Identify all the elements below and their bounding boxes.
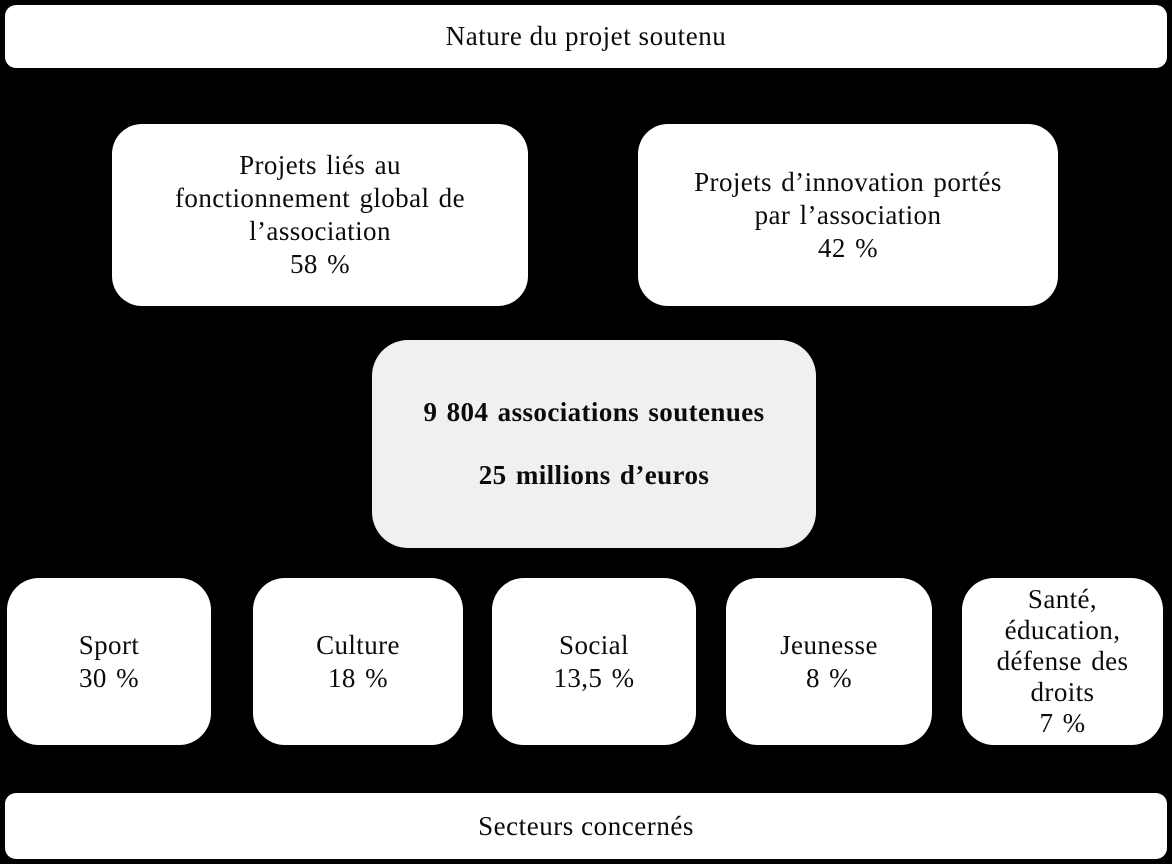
text-line: fonctionnement global de — [175, 183, 465, 213]
text-line: l’association — [249, 216, 391, 246]
header-bar: Nature du projet soutenu — [5, 5, 1167, 68]
text-line: Santé, — [1027, 584, 1098, 614]
text-line: 13,5 % — [553, 662, 635, 693]
text-line: 7 % — [1039, 708, 1086, 738]
summary-box-text: 9 804 associations soutenues 25 millions … — [372, 396, 816, 492]
text-line: 30 % — [78, 662, 140, 693]
footer-bar: Secteurs concernés — [5, 793, 1167, 859]
text-line: éducation, — [1004, 615, 1121, 645]
text-line: Sport — [78, 629, 140, 660]
text-line: défense des — [996, 646, 1129, 676]
text-line: Social — [559, 629, 629, 660]
text-line: 8 % — [805, 662, 853, 693]
text-line: Culture — [316, 629, 400, 660]
summary-box: 9 804 associations soutenues 25 millions … — [372, 340, 816, 548]
text-line: 9 804 associations soutenues — [423, 397, 765, 427]
header-title: Nature du projet soutenu — [445, 21, 727, 51]
text-line: Projets d’innovation portés — [694, 166, 1002, 197]
text-line: 42 % — [817, 232, 879, 263]
text-line: 58 % — [289, 249, 351, 279]
footer-title: Secteurs concernés — [478, 810, 694, 841]
text-line: droits — [1030, 677, 1095, 707]
text-line: 18 % — [327, 662, 389, 693]
text-line: par l’association — [754, 199, 942, 230]
text-line: Jeunesse — [780, 629, 878, 660]
text-line: 25 millions d’euros — [478, 460, 710, 490]
text-line: Projets liés au — [239, 150, 401, 180]
